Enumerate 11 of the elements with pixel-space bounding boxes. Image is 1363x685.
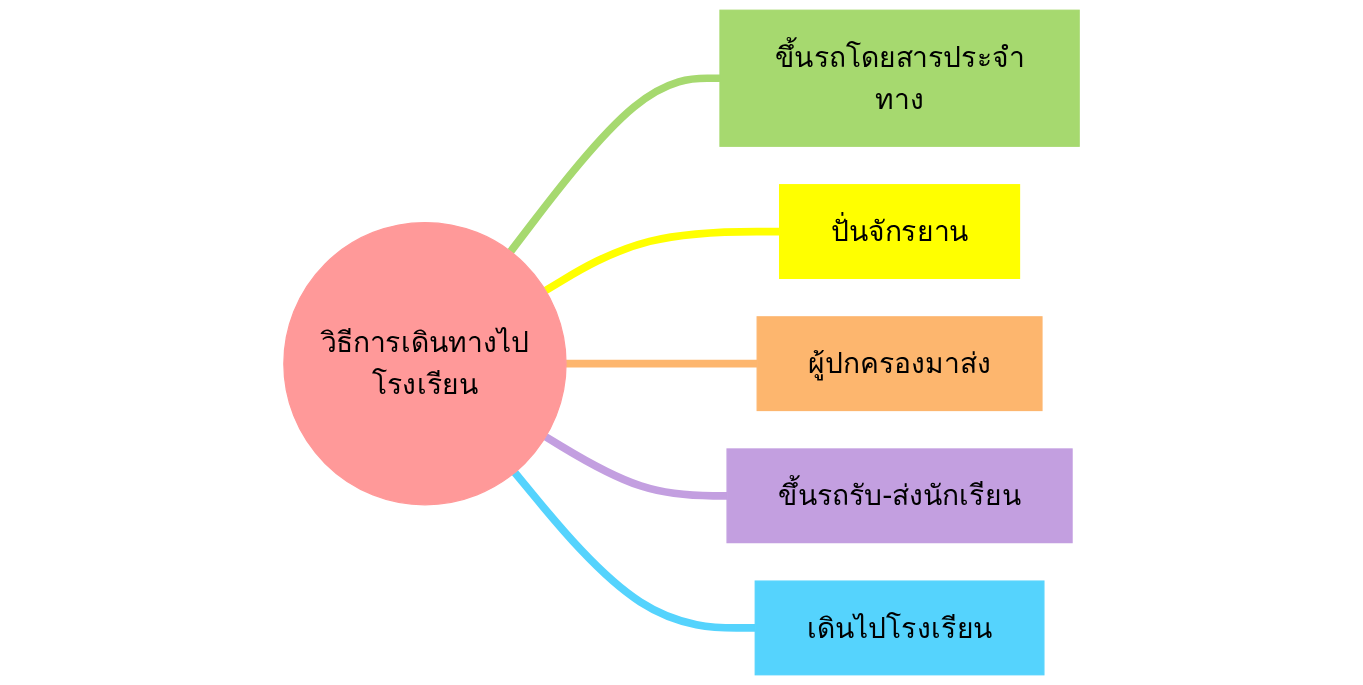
node-circle: วิธีการเดินทางไปโรงเรียน [283,221,567,506]
node-box: ผู้ปกครองมาส่ง [756,316,1043,412]
node-box: ขึ้นรถโดยสารประจำทาง [719,9,1080,147]
connector [543,433,728,500]
node-box: ปั่นจักรยาน [779,184,1021,279]
connector [566,359,758,368]
connector [507,74,720,254]
node-box: ขึ้นรถรับ-ส่งนักเรียน [726,448,1073,544]
node-box: เดินไปโรงเรียน [754,580,1045,676]
connector [511,470,756,632]
connector [543,227,780,294]
